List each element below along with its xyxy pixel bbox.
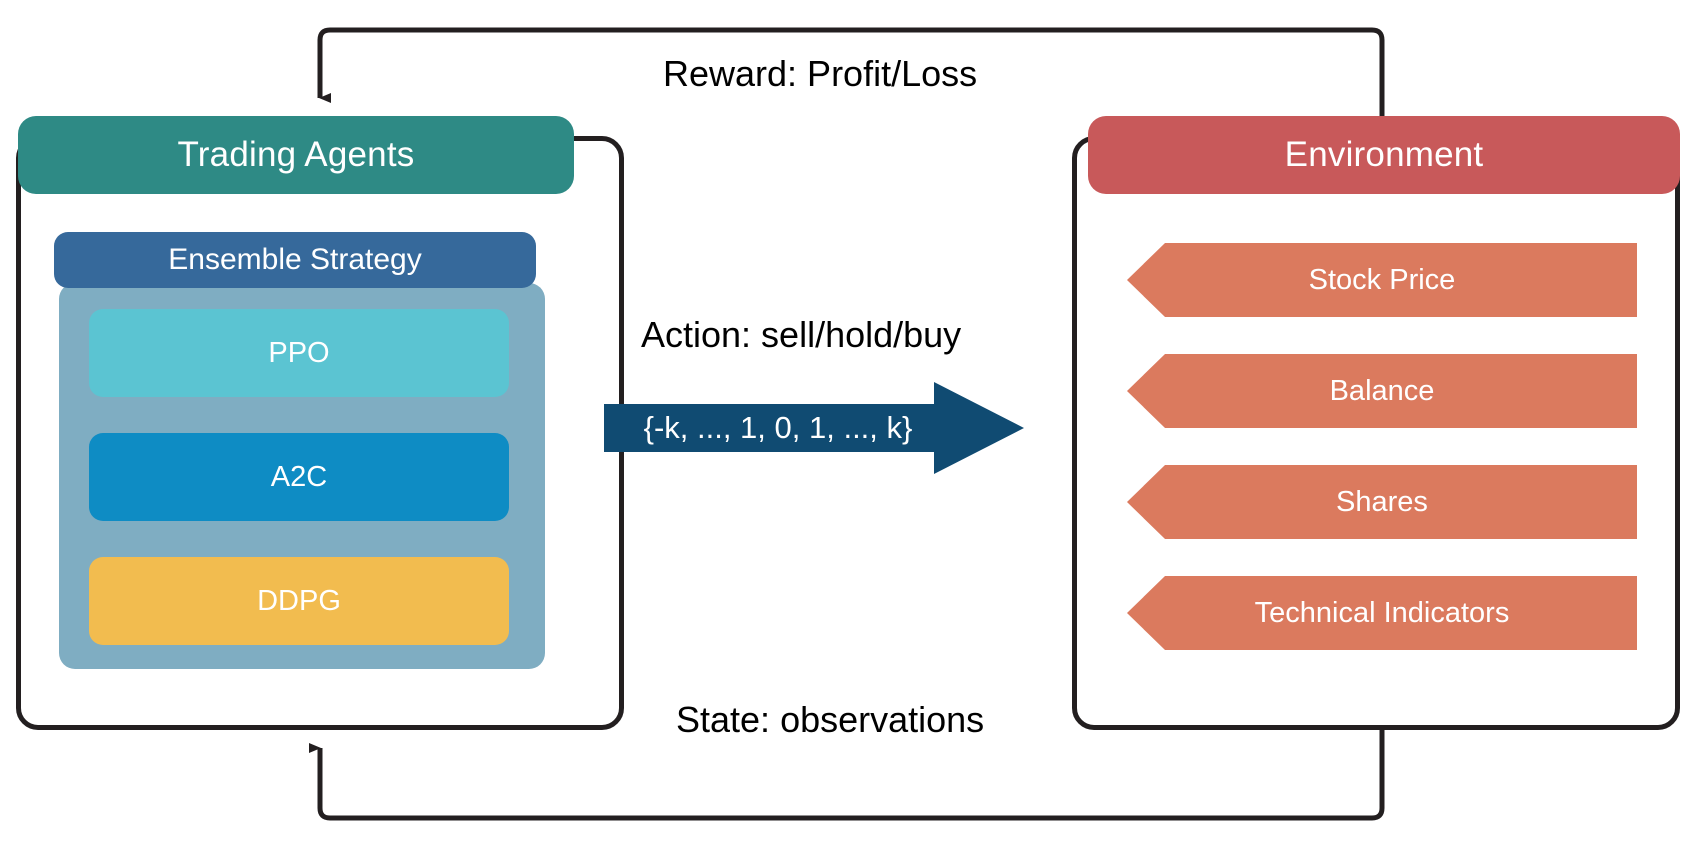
state-loop-path bbox=[309, 730, 1385, 821]
environment-header: Environment bbox=[1088, 116, 1680, 194]
trading-agents-panel: PPO A2C DDPG bbox=[16, 136, 624, 730]
algorithm-card-ddpg[interactable]: DDPG bbox=[89, 557, 509, 645]
trading-agents-header: Trading Agents bbox=[18, 116, 574, 194]
reward-flow-label: Reward: Profit/Loss bbox=[663, 53, 978, 94]
observation-chevron-technical-indicators[interactable]: Technical Indicators bbox=[1127, 576, 1637, 650]
ensemble-strategy-group: PPO A2C DDPG bbox=[59, 283, 545, 669]
observation-chevron-shares[interactable]: Shares bbox=[1127, 465, 1637, 539]
action-value-label: {-k, ..., 1, 0, 1, ..., k} bbox=[643, 410, 913, 445]
ensemble-strategy-header: Ensemble Strategy bbox=[54, 232, 536, 288]
observation-chevron-balance[interactable]: Balance bbox=[1127, 354, 1637, 428]
action-flow-label: Action: sell/hold/buy bbox=[641, 314, 962, 355]
algorithm-card-ppo[interactable]: PPO bbox=[89, 309, 509, 397]
environment-panel: Stock Price Balance Shares Technical Ind… bbox=[1072, 136, 1680, 730]
observation-chevron-stock-price[interactable]: Stock Price bbox=[1127, 243, 1637, 317]
state-flow-label: State: observations bbox=[676, 699, 985, 740]
algorithm-card-a2c[interactable]: A2C bbox=[89, 433, 509, 521]
